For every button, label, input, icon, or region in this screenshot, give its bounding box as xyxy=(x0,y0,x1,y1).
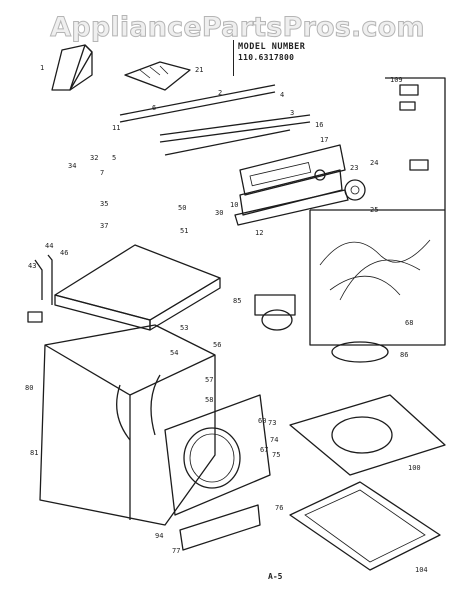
callout-56: 56 xyxy=(213,341,221,349)
vent-assembly xyxy=(124,61,191,91)
callout-25: 25 xyxy=(370,206,378,214)
callout-46: 46 xyxy=(60,249,68,257)
callout-6: 6 xyxy=(152,104,156,112)
callout-32: 32 xyxy=(90,154,98,162)
callout-30: 30 xyxy=(215,209,223,217)
model-number-box: MODEL NUMBER 110.6317800 xyxy=(233,40,324,76)
cabinet-top xyxy=(54,244,221,331)
callout-104: 104 xyxy=(415,566,428,574)
callout-labels: 1 2 3 4 5 6 7 10 11 12 16 17 21 23 24 25… xyxy=(25,64,428,574)
wiring-harness-detail xyxy=(309,77,446,346)
callout-2: 2 xyxy=(218,89,222,97)
callout-37: 37 xyxy=(100,222,108,230)
callout-17: 17 xyxy=(320,136,328,144)
page-label: A-5 xyxy=(268,572,283,581)
callout-81: 81 xyxy=(30,449,38,457)
callout-86: 86 xyxy=(400,351,408,359)
callout-21: 21 xyxy=(195,66,203,74)
drive-belt xyxy=(331,341,389,363)
pump-assembly xyxy=(254,294,296,331)
callout-75: 75 xyxy=(272,451,280,459)
callout-73: 73 xyxy=(268,419,276,427)
callout-43: 43 xyxy=(28,262,36,270)
console-base-rail xyxy=(51,44,93,91)
callout-24: 24 xyxy=(370,159,378,167)
callout-76: 76 xyxy=(275,504,283,512)
lid-frame xyxy=(289,481,441,571)
control-console xyxy=(234,144,349,226)
top-lid xyxy=(289,394,446,476)
callout-58: 58 xyxy=(205,396,213,404)
callout-51: 51 xyxy=(180,227,188,235)
callout-23: 23 xyxy=(350,164,358,172)
callout-77: 77 xyxy=(172,547,180,555)
callout-50: 50 xyxy=(178,204,186,212)
callout-5: 5 xyxy=(112,154,116,162)
callout-94: 94 xyxy=(155,532,163,540)
callout-4: 4 xyxy=(280,91,284,99)
toe-panel xyxy=(179,504,261,551)
model-number-label: MODEL NUMBER xyxy=(238,42,306,52)
callout-7: 7 xyxy=(100,169,104,177)
watermark: AppliancePartsPros.com xyxy=(50,12,425,44)
callout-12: 12 xyxy=(255,229,263,237)
callout-10: 10 xyxy=(230,201,238,209)
front-panel xyxy=(164,394,271,516)
callout-35: 35 xyxy=(100,200,108,208)
callout-54: 54 xyxy=(170,349,178,357)
callout-53: 53 xyxy=(180,324,188,332)
timer-motor xyxy=(344,179,366,201)
callout-3: 3 xyxy=(290,109,294,117)
callout-68: 68 xyxy=(405,319,413,327)
callout-100: 100 xyxy=(408,464,421,472)
callout-1: 1 xyxy=(40,64,44,72)
side-brackets xyxy=(27,254,53,323)
callout-67: 67 xyxy=(260,446,268,454)
callout-16: 16 xyxy=(315,121,323,129)
model-number-value: 110.6317800 xyxy=(238,53,295,62)
callout-60: 60 xyxy=(258,417,266,425)
callout-74: 74 xyxy=(270,436,278,444)
callout-109: 109 xyxy=(390,76,403,84)
callout-57: 57 xyxy=(205,376,213,384)
top-rails xyxy=(119,84,311,156)
callout-34: 34 xyxy=(68,162,76,170)
callout-80: 80 xyxy=(25,384,33,392)
callout-85: 85 xyxy=(233,297,241,305)
harness-connectors xyxy=(399,84,429,171)
hose xyxy=(116,374,161,441)
callout-11: 11 xyxy=(112,124,120,132)
callout-44: 44 xyxy=(45,242,53,250)
cabinet-body xyxy=(39,324,216,526)
